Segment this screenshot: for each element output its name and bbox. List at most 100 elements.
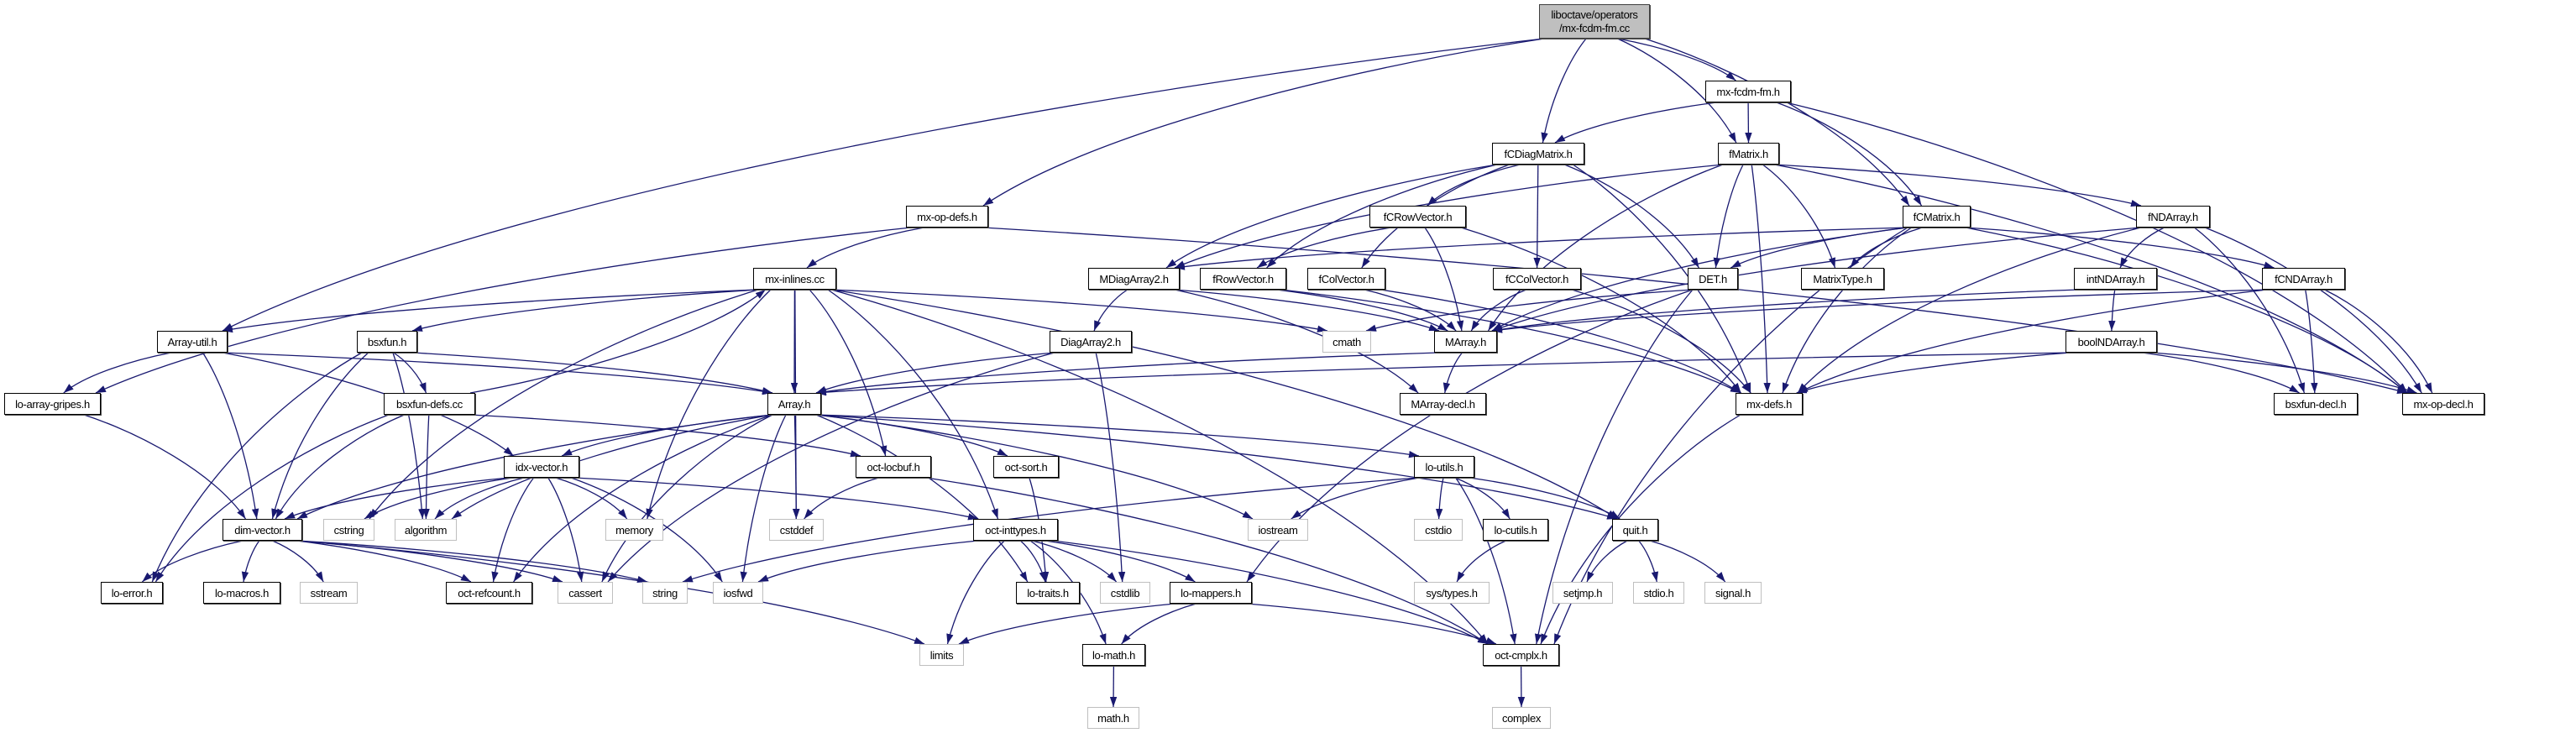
node-label: cstdio <box>1425 523 1452 537</box>
node-fmatrix-h[interactable]: fMatrix.h <box>1718 143 1779 165</box>
edge-quit-h-to-signal-h <box>1649 540 1726 583</box>
node-fcrowvector-h[interactable]: fCRowVector.h <box>1369 206 1466 228</box>
node-cstddef: cstddef <box>769 519 824 541</box>
node-array-util-h[interactable]: Array-util.h <box>157 331 228 353</box>
edge-idx-vector-h-to-oct-inttypes-h <box>573 477 979 521</box>
edge-fcdiagmatrix-h-to-frowvector-h <box>1266 164 1498 269</box>
edge-fcrowvector-h-to-frowvector-h <box>1256 227 1392 269</box>
edge-array-h-to-iosfwd <box>740 414 787 583</box>
node-label: lo-array-gripes.h <box>15 397 90 411</box>
edge-mx-fcdm-fm-h-to-fcmatrix-h <box>1776 102 1923 207</box>
edge-bsxfun-h-to-bsxfun-defs-cc <box>393 352 427 394</box>
node-quit-h[interactable]: quit.h <box>1612 519 1658 541</box>
edge-fcmatrix-h-to-mx-op-decl-h <box>1965 227 2408 394</box>
node-label: setjmp.h <box>1563 586 1603 599</box>
node-math-h: math.h <box>1087 707 1139 729</box>
node-label: oct-cmplx.h <box>1495 648 1547 662</box>
edge-fmatrix-h-to-fndarray-h <box>1773 164 2142 207</box>
node-bsxfun-defs-cc[interactable]: bsxfun-defs.cc <box>384 393 475 415</box>
node-mdiagarray2-h[interactable]: MDiagArray2.h <box>1088 268 1180 290</box>
node-intndarray-h[interactable]: intNDArray.h <box>2074 268 2157 290</box>
node-diagarray2-h[interactable]: DiagArray2.h <box>1050 331 1132 353</box>
node-label: cmath <box>1333 335 1361 348</box>
edge-array-h-to-iostream <box>815 414 1254 520</box>
edge-fmatrix-h-to-det-h <box>1713 164 1744 269</box>
node-label: lo-cutils.h <box>1494 523 1537 537</box>
node-fcdiagmatrix-h[interactable]: fCDiagMatrix.h <box>1492 143 1584 165</box>
node-label: fCRowVector.h <box>1383 210 1453 223</box>
node-memory: memory <box>605 519 663 541</box>
node-label: mx-op-defs.h <box>917 210 977 223</box>
edge-bsxfun-defs-cc-to-mx-inlines-cc <box>469 289 767 394</box>
node-oct-locbuf-h[interactable]: oct-locbuf.h <box>856 456 931 478</box>
node-lo-utils-h[interactable]: lo-utils.h <box>1414 456 1474 478</box>
node-label: fCNDArray.h <box>2275 272 2333 285</box>
node-array-h[interactable]: Array.h <box>767 393 821 415</box>
node-fcndarray-h[interactable]: fCNDArray.h <box>2262 268 2345 290</box>
node-label: bsxfun-defs.cc <box>396 397 463 411</box>
edge-fcndarray-h-to-bsxfun-decl-h <box>2305 289 2318 394</box>
edge-liboctave-operators-mx-fcdm-fm-cc-to-fcmatrix-h <box>1644 38 1910 207</box>
node-oct-cmplx-h[interactable]: oct-cmplx.h <box>1483 644 1559 666</box>
edge-mx-inlines-cc-to-bsxfun-h <box>411 289 759 332</box>
node-fndarray-h[interactable]: fNDArray.h <box>2136 206 2210 228</box>
node-lo-error-h[interactable]: lo-error.h <box>101 582 163 604</box>
edge-lo-utils-h-to-cstdio <box>1435 477 1444 520</box>
node-marray-h[interactable]: MArray.h <box>1434 331 1497 353</box>
node-label: sys/types.h <box>1426 586 1478 599</box>
node-iostream: iostream <box>1248 519 1308 541</box>
edge-bsxfun-h-to-lo-error-h <box>151 352 363 583</box>
edge-dim-vector-h-to-oct-refcount-h <box>296 540 472 583</box>
node-boolndarray-h[interactable]: boolNDArray.h <box>2066 331 2157 353</box>
node-label: mx-op-decl.h <box>2413 397 2474 411</box>
node-lo-mappers-h[interactable]: lo-mappers.h <box>1170 582 1252 604</box>
node-oct-refcount-h[interactable]: oct-refcount.h <box>446 582 532 604</box>
edge-array-h-to-lo-traits-h <box>815 414 1029 583</box>
node-fccolvector-h[interactable]: fCColVector.h <box>1493 268 1581 290</box>
edge-fcmatrix-h-to-oct-cmplx-h <box>1553 227 1908 645</box>
node-mx-op-defs-h[interactable]: mx-op-defs.h <box>906 206 988 228</box>
node-det-h[interactable]: DET.h <box>1688 268 1738 290</box>
edge-fndarray-h-to-bsxfun-decl-h <box>2194 227 2306 394</box>
node-fcmatrix-h[interactable]: fCMatrix.h <box>1903 206 1971 228</box>
edge-boolndarray-h-to-mx-defs-h <box>1796 352 2071 394</box>
node-frowvector-h[interactable]: fRowVector.h <box>1200 268 1286 290</box>
node-lo-array-gripes-h[interactable]: lo-array-gripes.h <box>4 393 101 415</box>
node-label: bsxfun.h <box>367 335 407 348</box>
node-lo-math-h[interactable]: lo-math.h <box>1082 644 1145 666</box>
node-label: iostream <box>1258 523 1298 537</box>
node-idx-vector-h[interactable]: idx-vector.h <box>504 456 579 478</box>
node-mx-inlines-cc[interactable]: mx-inlines.cc <box>753 268 836 290</box>
edge-mx-inlines-cc-to-oct-locbuf-h <box>809 289 887 457</box>
node-marray-decl-h[interactable]: MArray-decl.h <box>1400 393 1486 415</box>
node-mx-fcdm-fm-h[interactable]: mx-fcdm-fm.h <box>1705 81 1791 102</box>
node-label: lo-mappers.h <box>1181 586 1241 599</box>
edge-lo-utils-h-to-iostream <box>1291 477 1420 520</box>
node-mx-op-decl-h[interactable]: mx-op-decl.h <box>2402 393 2484 415</box>
node-setjmp-h: setjmp.h <box>1552 582 1613 604</box>
node-label: complex <box>1502 711 1541 725</box>
node-label: oct-sort.h <box>1004 460 1048 474</box>
node-cstring: cstring <box>323 519 374 541</box>
node-lo-traits-h[interactable]: lo-traits.h <box>1016 582 1080 604</box>
edge-bsxfun-defs-cc-to-lo-error-h <box>154 414 390 583</box>
node-dim-vector-h[interactable]: dim-vector.h <box>223 519 302 541</box>
node-lo-macros-h[interactable]: lo-macros.h <box>203 582 280 604</box>
node-bsxfun-h[interactable]: bsxfun.h <box>357 331 417 353</box>
node-oct-sort-h[interactable]: oct-sort.h <box>993 456 1059 478</box>
node-label: algorithm <box>404 523 448 537</box>
node-iosfwd: iosfwd <box>713 582 763 604</box>
node-bsxfun-decl-h[interactable]: bsxfun-decl.h <box>2274 393 2358 415</box>
node-label: lo-utils.h <box>1425 460 1463 474</box>
edge-lo-cutils-h-to-sys-types-h <box>1456 540 1506 583</box>
node-label: signal.h <box>1715 586 1751 599</box>
edge-fcndarray-h-to-mx-op-decl-h <box>2324 289 2433 394</box>
node-label: fNDArray.h <box>2148 210 2198 223</box>
node-label: dim-vector.h <box>234 523 291 537</box>
node-matrixtype-h[interactable]: MatrixType.h <box>1801 268 1884 290</box>
node-sys-types-h: sys/types.h <box>1414 582 1490 604</box>
node-mx-defs-h[interactable]: mx-defs.h <box>1736 393 1803 415</box>
node-lo-cutils-h[interactable]: lo-cutils.h <box>1483 519 1548 541</box>
node-oct-inttypes-h[interactable]: oct-inttypes.h <box>973 519 1058 541</box>
node-fcolvector-h[interactable]: fColVector.h <box>1307 268 1385 290</box>
